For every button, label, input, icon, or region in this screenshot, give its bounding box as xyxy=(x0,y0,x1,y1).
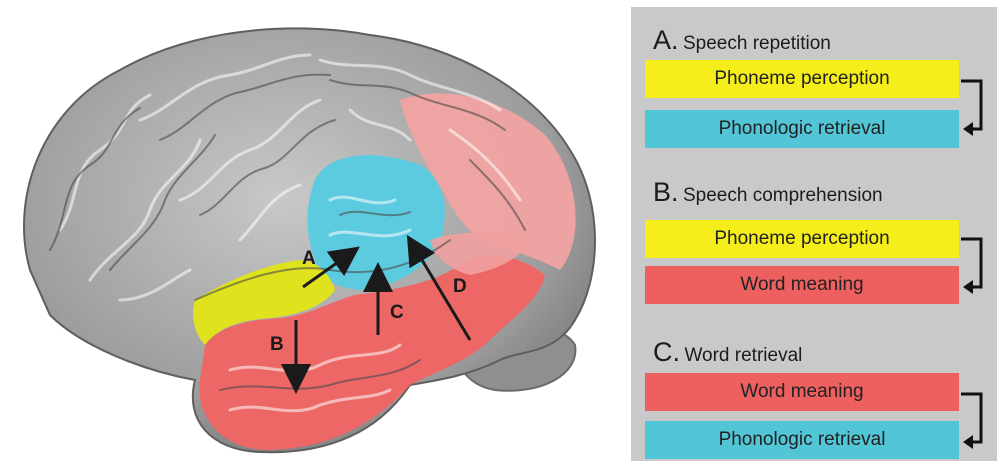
arrow-label-c: C xyxy=(390,302,404,323)
section-c-step-1: Word meaning xyxy=(645,373,959,411)
section-a-step-2: Phonologic retrieval xyxy=(645,110,959,148)
section-c-title-text: Word retrieval xyxy=(684,345,802,366)
section-a-title-text: Speech repetition xyxy=(683,33,831,54)
section-b-connector-arrow xyxy=(961,237,991,299)
arrow-label-d: D xyxy=(453,276,467,297)
section-a-step-1: Phoneme perception xyxy=(645,60,959,98)
section-b-step-2: Word meaning xyxy=(645,266,959,304)
section-c-connector-arrow xyxy=(961,392,991,454)
arrow-label-a: A xyxy=(302,248,316,269)
brain-svg: A B C D xyxy=(0,0,615,463)
section-c-letter: C. xyxy=(653,337,680,367)
legend-panel: A. Speech repetition Phoneme perception … xyxy=(631,7,997,461)
section-a-title: A. Speech repetition xyxy=(653,25,831,55)
brain-illustration: A B C D xyxy=(0,0,615,463)
section-b-title: B. Speech comprehension xyxy=(653,177,883,207)
section-a-connector-arrow xyxy=(961,79,991,141)
section-b-step-1: Phoneme perception xyxy=(645,220,959,258)
section-c-step-2: Phonologic retrieval xyxy=(645,421,959,459)
section-a-letter: A. xyxy=(653,25,679,55)
section-c-title: C. Word retrieval xyxy=(653,337,802,367)
section-b-title-text: Speech comprehension xyxy=(683,185,883,206)
arrow-label-b: B xyxy=(270,334,284,355)
section-b-letter: B. xyxy=(653,177,679,207)
